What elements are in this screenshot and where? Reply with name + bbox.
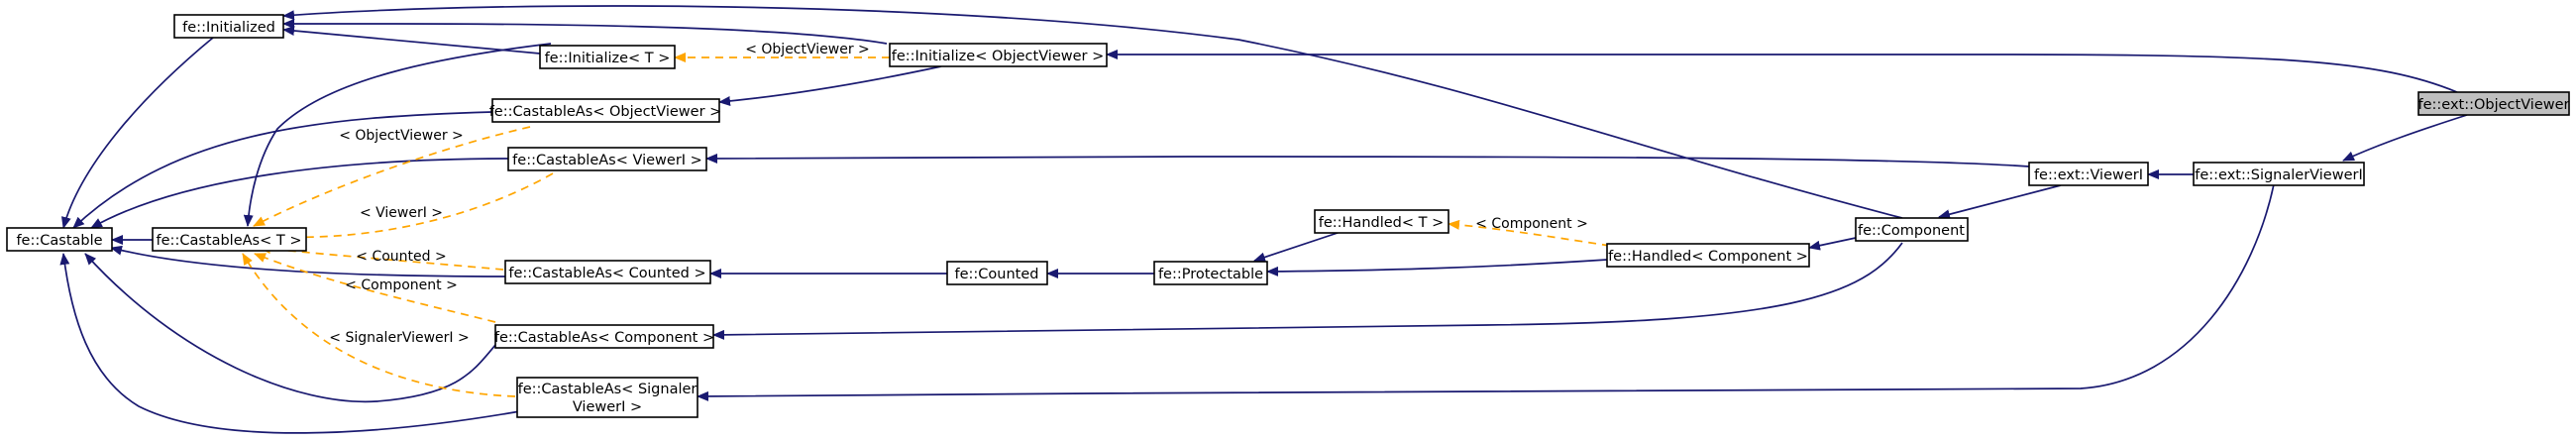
node-label: fe::CastableAs< T > — [157, 233, 302, 249]
edge-signalervieweri-to-castableas-signaler — [697, 183, 2275, 401]
edge-handled-component-to-protectable — [1266, 259, 1608, 276]
node-label: fe::Counted — [955, 267, 1039, 282]
node-protectable[interactable]: fe::Protectable — [1153, 261, 1268, 285]
edge-initialize-objectviewer-to-castableas-objectviewer — [718, 65, 942, 106]
node-label: fe::Protectable — [1158, 267, 1263, 282]
node-label: fe::ext::SignalerViewerI — [2195, 167, 2363, 183]
inheritance-edges — [59, 5, 2468, 434]
node-castableas-signaler-vieweri[interactable]: fe::CastableAs< Signaler ViewerI > — [516, 377, 698, 418]
edge-tmpl-handled-component — [1448, 219, 1611, 247]
edge-handled-t-to-protectable — [1253, 231, 1342, 263]
node-label: fe::Handled< Component > — [1608, 249, 1808, 265]
node-castableas-t[interactable]: fe::CastableAs< T > — [152, 227, 307, 252]
node-initialize-objectviewer[interactable]: fe::Initialize< ObjectViewer > — [889, 43, 1108, 67]
edge-initialized-to-castable — [61, 37, 214, 229]
node-label: fe::Initialize< T > — [545, 51, 671, 66]
edge-labels: < ObjectViewer > < ObjectViewer > < View… — [329, 42, 1588, 346]
edge-castableas-component-to-castable — [84, 253, 503, 403]
label-vieweri: < ViewerI > — [360, 205, 443, 221]
edge-component-to-initialized — [282, 5, 1903, 219]
edge-vieweri-to-castableas-vieweri — [705, 153, 2030, 167]
edge-initialize-objectviewer-to-initialized — [282, 19, 888, 45]
node-label: fe::ext::ObjectViewer — [2417, 97, 2569, 113]
edge-initialize-t-to-castableas-t — [243, 43, 552, 227]
node-initialize-t[interactable]: fe::Initialize< T > — [539, 45, 676, 69]
label-objectviewer-top: < ObjectViewer > — [745, 42, 870, 57]
edge-tmpl-castableas-signaler — [242, 253, 516, 397]
edge-component-to-castableas-component — [712, 242, 1903, 340]
node-label: fe::Component — [1858, 223, 1965, 239]
label-objectviewer-left: < ObjectViewer > — [339, 128, 464, 144]
node-label: fe::CastableAs< Counted > — [508, 266, 705, 281]
node-ext-objectviewer[interactable]: fe::ext::ObjectViewer — [2417, 91, 2570, 116]
label-signalervieweri: < SignalerViewerI > — [329, 330, 469, 346]
edge-tmpl-castableas-component — [254, 253, 496, 323]
node-handled-t[interactable]: fe::Handled< T > — [1314, 209, 1449, 234]
label-component-handled: < Component > — [1475, 216, 1588, 232]
edge-vieweri-to-component — [1938, 184, 2062, 220]
label-component-left: < Component > — [345, 277, 458, 293]
edge-castableas-counted-to-castable — [110, 245, 506, 277]
node-castableas-objectviewer[interactable]: fe::CastableAs< ObjectViewer > — [489, 98, 722, 123]
node-label: fe::Handled< T > — [1319, 215, 1445, 231]
edge-objectviewer-to-signalervieweri — [2342, 114, 2468, 162]
node-ext-vieweri[interactable]: fe::ext::ViewerI — [2028, 162, 2149, 186]
label-counted: < Counted > — [356, 249, 446, 265]
node-label: fe::ext::ViewerI — [2034, 167, 2143, 183]
edge-castableas-objectviewer-to-castable — [72, 111, 493, 229]
node-label-line2: ViewerI > — [573, 399, 642, 415]
node-component[interactable]: fe::Component — [1855, 217, 1969, 242]
node-label: fe::Initialize< ObjectViewer > — [892, 49, 1105, 64]
edge-initialize-t-to-initialized — [282, 26, 541, 55]
node-initialized[interactable]: fe::Initialized — [173, 14, 284, 39]
node-label: fe::Castable — [16, 233, 102, 249]
edge-objectviewer-to-initialize-objectviewer — [1106, 50, 2458, 93]
node-label-line1: fe::CastableAs< Signaler — [518, 382, 698, 397]
node-castableas-counted[interactable]: fe::CastableAs< Counted > — [504, 260, 711, 284]
node-castable[interactable]: fe::Castable — [6, 227, 113, 252]
node-ext-signalervieweri[interactable]: fe::ext::SignalerViewerI — [2193, 162, 2365, 186]
edge-castableas-signaler-to-castable — [59, 253, 521, 434]
node-counted[interactable]: fe::Counted — [946, 261, 1048, 285]
edge-castableas-vieweri-to-castable — [90, 158, 513, 229]
node-castableas-vieweri[interactable]: fe::CastableAs< ViewerI > — [507, 147, 707, 171]
node-label: fe::Initialized — [182, 20, 275, 36]
node-castableas-component[interactable]: fe::CastableAs< Component > — [494, 324, 714, 349]
node-label: fe::CastableAs< ViewerI > — [512, 153, 702, 168]
edge-component-to-handled-component — [1808, 237, 1857, 251]
node-label: fe::CastableAs< ObjectViewer > — [489, 104, 722, 120]
node-label: fe::CastableAs< Component > — [494, 330, 714, 346]
node-handled-component[interactable]: fe::Handled< Component > — [1606, 243, 1810, 268]
